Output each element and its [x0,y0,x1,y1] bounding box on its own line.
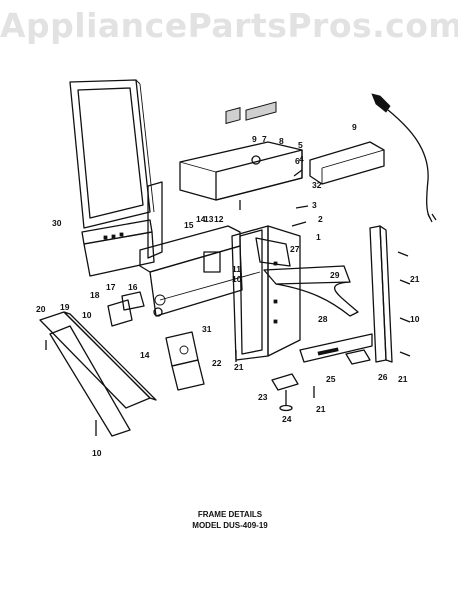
callout-29: 29 [330,270,340,280]
screws [45,169,411,436]
leveling-foot-right [345,349,371,365]
callout-12: 12 [214,214,224,224]
callout-30: 30 [52,218,62,228]
callout-17: 17 [106,282,116,292]
right-rail [263,265,373,363]
bottom-rail-left [39,311,157,437]
callout-24: 24 [282,414,292,424]
callout-21d: 21 [316,404,326,414]
leveling-foot [271,373,299,412]
callout-14b: 14 [140,350,150,360]
callout-10c: 10 [92,448,102,458]
callout-9b: 9 [352,122,357,132]
callout-18a: 18 [90,290,100,300]
callout-7: 7 [262,134,267,144]
callout-15: 15 [184,220,194,230]
watermark-logo: AppliancePartsPros.com [0,6,458,45]
callout-20: 20 [36,304,46,314]
callout-10b: 10 [410,314,420,324]
model-label: MODEL DUS-409-19 [192,521,268,530]
callout-21b: 21 [234,362,244,372]
callout-5: 5 [298,140,303,150]
hinge-assembly [165,331,205,391]
callout-3: 3 [312,200,317,210]
callout-21a: 21 [410,274,420,284]
control-console [179,101,303,201]
main-frame [139,181,301,361]
door-panel [69,79,155,229]
callout-16: 16 [128,282,138,292]
callout-22: 22 [212,358,222,368]
callout-14a: 14 [196,214,206,224]
callout-6: 6 [295,156,300,166]
diagram-title: FRAME DETAILS [197,510,263,519]
callout-2: 2 [318,214,323,224]
callout-31: 31 [202,324,212,334]
small-brackets [107,291,163,327]
callout-21c: 21 [398,374,408,384]
callout-32: 32 [312,180,322,190]
callout-19: 19 [60,302,70,312]
callout-1: 1 [316,232,321,242]
callout-27: 27 [290,244,300,254]
callout-8: 8 [279,136,284,146]
bracket-27 [255,237,291,267]
callout-10d: 10 [82,310,92,320]
callout-25: 25 [326,374,336,384]
top-rail [81,219,155,277]
callout-28: 28 [318,314,328,324]
callout-9a: 9 [252,134,257,144]
power-cord [371,93,437,223]
callout-4: 4 [299,154,304,164]
callout-23: 23 [258,392,268,402]
panel-5 [309,141,385,185]
callout-13: 13 [204,214,214,224]
callout-10a: 10 [232,274,242,284]
callout-11: 11 [232,264,241,274]
vertical-rail-26 [369,225,393,363]
callout-labels: 9 7 8 5 6 4 32 3 2 1 30 14 13 12 15 27 1… [36,122,420,458]
callout-26: 26 [378,372,388,382]
